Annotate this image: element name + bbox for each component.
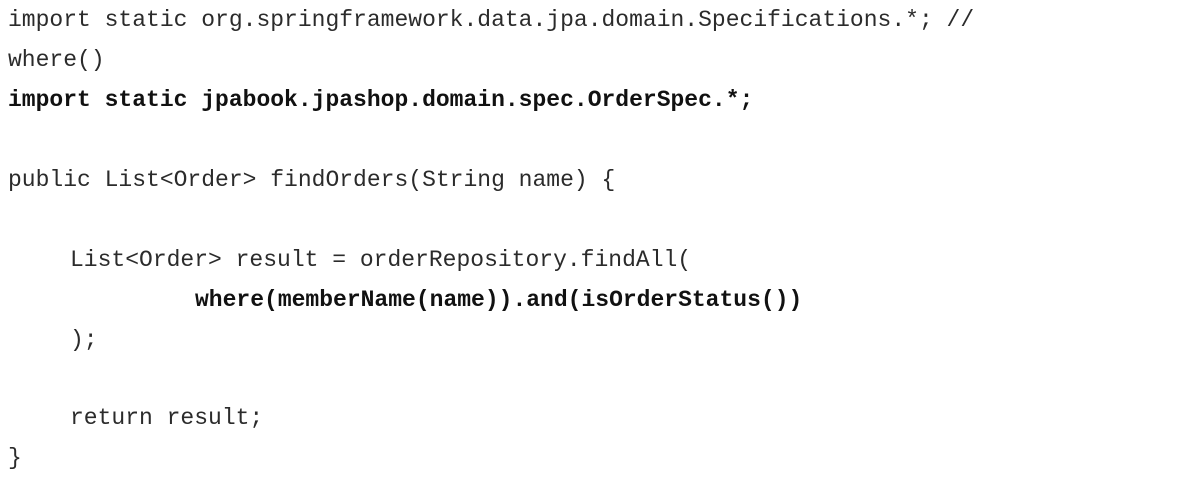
code-line-where-comment: where() <box>8 47 105 73</box>
code-line-where-clause: where(memberName(name)).and(isOrderStatu… <box>195 287 803 313</box>
code-line-find-all: List<Order> result = orderRepository.fin… <box>70 247 692 273</box>
code-line-return: return result; <box>70 405 264 431</box>
code-line-import-orderspec: import static jpabook.jpashop.domain.spe… <box>8 87 754 113</box>
code-line-close-paren: ); <box>70 327 98 353</box>
code-line-close-brace: } <box>8 445 22 471</box>
code-line-method-signature: public List<Order> findOrders(String nam… <box>8 167 616 193</box>
code-line-import-specifications: import static org.springframework.data.j… <box>8 7 975 33</box>
